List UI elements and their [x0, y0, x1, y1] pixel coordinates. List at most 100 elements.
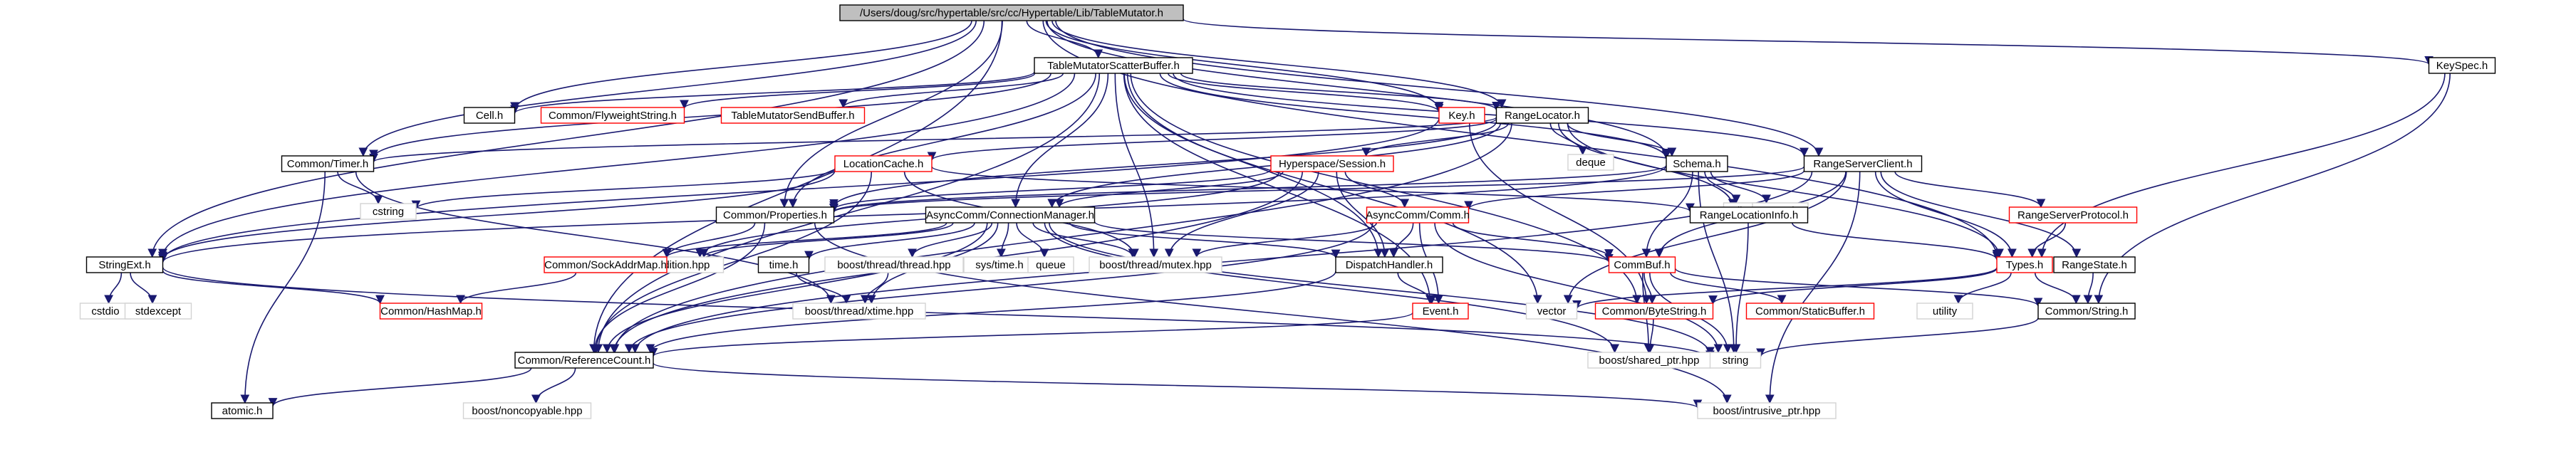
node-label: /Users/doug/src/hypertable/src/cc/Hypert…	[860, 7, 1163, 19]
node-label: Common/ReferenceCount.h	[518, 354, 651, 367]
node-atomic[interactable]: atomic.h	[211, 402, 274, 419]
edge-timeh-to-xtime	[796, 272, 851, 305]
edge-rangelocator-to-hsession	[1361, 122, 1510, 157]
edge-refcount-to-noncopyable	[531, 367, 576, 404]
node-label: vector	[1537, 305, 1567, 317]
node-box	[1608, 256, 1676, 273]
node-box	[1996, 256, 2053, 273]
node-box	[379, 303, 483, 320]
edge-loccache-to-stringext	[158, 169, 836, 261]
node-box	[2037, 303, 2136, 320]
edge-stringext-to-string	[162, 266, 1715, 360]
node-box	[1525, 303, 1578, 320]
node-label: RangeServerProtocol.h	[2017, 209, 2129, 221]
node-refcount[interactable]: Common/ReferenceCount.h	[514, 352, 654, 369]
node-commonstring[interactable]: Common/String.h	[2037, 303, 2136, 320]
node-cell[interactable]: Cell.h	[463, 107, 516, 124]
node-label: boost/thread/xtime.hpp	[805, 305, 914, 317]
node-dispatch[interactable]: DispatchHandler.h	[1335, 256, 1443, 273]
node-label: Common/StaticBuffer.h	[1755, 305, 1865, 317]
node-acconnmgr[interactable]: AsyncComm/ConnectionManager.h	[925, 206, 1096, 224]
node-label: Schema.h	[1673, 158, 1721, 170]
node-tmsendbuf[interactable]: TableMutatorSendBuffer.h	[720, 107, 866, 124]
node-box	[1366, 206, 1470, 224]
node-label: Common/Properties.h	[723, 209, 827, 221]
node-keyspec[interactable]: KeySpec.h	[2428, 57, 2496, 74]
node-label: Hyperspace/Session.h	[1279, 158, 1386, 170]
node-label: AsyncComm/ConnectionManager.h	[926, 209, 1094, 221]
node-timeh[interactable]: time.h	[757, 256, 810, 273]
node-rangelocator[interactable]: RangeLocator.h	[1495, 107, 1589, 124]
edge-rangelocator-to-properties	[829, 121, 1497, 209]
node-label: Types.h	[2006, 259, 2044, 271]
node-label: StringExt.h	[98, 259, 150, 271]
node-label: CommBuf.h	[1614, 259, 1670, 271]
node-box	[1412, 303, 1469, 320]
node-root[interactable]: /Users/doug/src/hypertable/src/cc/Hypert…	[839, 4, 1184, 21]
node-event[interactable]: Event.h	[1412, 303, 1469, 320]
node-box	[1495, 107, 1589, 124]
node-label: boost/thread/mutex.hpp	[1099, 259, 1212, 271]
node-tmsb[interactable]: TableMutatorScatterBuffer.h	[1034, 57, 1193, 74]
edge-root-to-cell	[510, 20, 972, 112]
edge-rangelocator-to-loccache	[927, 117, 1497, 162]
node-label: RangeState.h	[2062, 259, 2127, 271]
node-label: Common/HashMap.h	[380, 305, 482, 317]
node-label: Common/SockAddrMap.h	[544, 259, 667, 271]
node-staticbuf[interactable]: Common/StaticBuffer.h	[1745, 303, 1875, 320]
edge-rsclient-to-types	[1874, 171, 2017, 258]
node-hashmap[interactable]: Common/HashMap.h	[379, 303, 483, 320]
edge-schema-to-expat	[1710, 171, 1771, 204]
edge-timer-to-xtime	[355, 171, 836, 305]
node-rsclient[interactable]: RangeServerClient.h	[1803, 155, 1923, 172]
edge-root-to-rsclient	[1055, 20, 1824, 157]
edge-accomm-to-refcount	[624, 222, 1373, 354]
edge-stringext-to-cstdio	[104, 272, 123, 305]
node-systime: sys/time.h	[963, 256, 1036, 273]
edge-schema-to-list	[1704, 171, 1741, 204]
node-bytestring[interactable]: Common/ByteString.h	[1594, 303, 1714, 320]
node-timer[interactable]: Common/Timer.h	[281, 155, 375, 172]
edge-loccache-to-refcount	[591, 171, 873, 354]
node-box	[1027, 256, 1074, 273]
node-vector: vector	[1525, 303, 1578, 320]
node-properties[interactable]: Common/Properties.h	[715, 206, 835, 224]
node-accomm[interactable]: AsyncComm/Comm.h	[1366, 206, 1470, 224]
node-sockaddrmap[interactable]: Common/SockAddrMap.h	[544, 256, 668, 273]
node-rlocinfo[interactable]: RangeLocationInfo.h	[1689, 206, 1809, 224]
node-label: RangeLocationInfo.h	[1700, 209, 1798, 221]
node-stringext[interactable]: StringExt.h	[85, 256, 164, 273]
edge-schema-to-properties	[829, 164, 1667, 213]
edge-tmsb-to-vector	[1126, 73, 1542, 305]
edge-keyspec-to-commonstring	[2094, 73, 2451, 305]
node-flyweight[interactable]: Common/FlyweightString.h	[540, 107, 685, 124]
edge-schema-to-string	[1698, 171, 1739, 354]
edge-schema-to-stringext	[158, 165, 1667, 263]
node-queue: queue	[1027, 256, 1074, 273]
node-sharedptr: boost/shared_ptr.hpp	[1587, 352, 1711, 369]
edge-acconnmgr-to-commbuf	[1094, 221, 1614, 263]
edge-tmsb-to-flyweight	[680, 73, 1036, 110]
node-label: cstdio	[91, 305, 119, 317]
node-hsession[interactable]: Hyperspace/Session.h	[1270, 155, 1394, 172]
node-types[interactable]: Types.h	[1996, 256, 2053, 273]
edge-commbuf-to-staticbuf	[1670, 272, 1787, 305]
node-commbuf[interactable]: CommBuf.h	[1608, 256, 1676, 273]
node-box	[834, 155, 933, 172]
node-key[interactable]: Key.h	[1438, 107, 1485, 124]
edge-tmsb-to-rangelocator	[1180, 73, 1501, 111]
node-schema[interactable]: Schema.h	[1666, 155, 1728, 172]
node-box	[715, 206, 835, 224]
node-rsprotocol[interactable]: RangeServerProtocol.h	[2008, 206, 2138, 224]
edge-rsprotocol-to-types	[2027, 222, 2067, 258]
edge-acconnmgr-to-timeh	[804, 222, 975, 261]
node-rangestate[interactable]: RangeState.h	[2053, 256, 2136, 273]
node-loccache[interactable]: LocationCache.h	[834, 155, 933, 172]
node-box	[839, 4, 1184, 21]
node-box	[124, 303, 192, 320]
edge-hsession-to-properties	[829, 169, 1272, 211]
edge-rlocinfo-to-string	[1731, 222, 1749, 354]
node-box	[1709, 352, 1762, 369]
edge-refcount-to-intrusive	[653, 362, 1702, 409]
node-box	[1666, 155, 1728, 172]
